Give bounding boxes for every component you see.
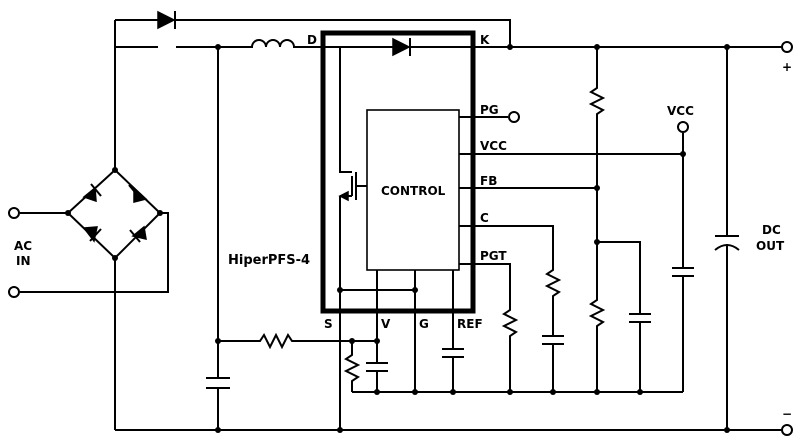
hiperpfs4-package bbox=[320, 30, 476, 314]
ic-name-label: HiperPFS-4 bbox=[228, 253, 310, 268]
c-pin-capacitor-icon bbox=[542, 335, 564, 392]
bulk-capacitor-icon bbox=[714, 47, 740, 430]
fb-upper-resistor-icon bbox=[588, 47, 606, 242]
pin-s-label: S bbox=[324, 317, 333, 331]
input-capacitor-icon bbox=[206, 47, 230, 430]
c-pin-resistor-icon bbox=[544, 260, 562, 336]
control-label: CONTROL bbox=[381, 184, 446, 198]
fb-filter-capacitor-icon bbox=[597, 241, 651, 392]
dc-out-positive-terminal[interactable] bbox=[781, 41, 793, 53]
bridge-diode-icon bbox=[82, 183, 102, 203]
pin-ref-label: REF bbox=[457, 317, 483, 331]
vcc-decoupling-capacitor-icon bbox=[672, 133, 694, 392]
fb-lower-resistor-icon bbox=[588, 242, 606, 392]
top-bypass-wire bbox=[114, 19, 511, 170]
pgt-pin-wire bbox=[459, 263, 511, 300]
bridge-rectifier bbox=[65, 167, 163, 261]
ref-pin-capacitor-icon bbox=[442, 348, 464, 358]
ac-label: AC bbox=[14, 239, 32, 253]
pin-d-label: D bbox=[307, 33, 317, 47]
pgt-resistor-icon bbox=[501, 300, 519, 392]
c-pin-wire bbox=[459, 225, 554, 260]
internal-diode-icon bbox=[340, 37, 470, 57]
pg-terminal[interactable] bbox=[508, 111, 520, 123]
pin-pg-label: PG bbox=[480, 103, 499, 117]
ac-input-wire-2 bbox=[20, 212, 169, 293]
vcc-terminal[interactable] bbox=[677, 121, 689, 133]
s-pin-resistor-icon bbox=[343, 341, 361, 392]
pin-v-label: V bbox=[381, 317, 391, 331]
boost-inductor-icon bbox=[245, 39, 340, 48]
bypass-diode-icon bbox=[157, 10, 176, 30]
vcc-terminal-label: VCC bbox=[667, 104, 694, 118]
in-label: IN bbox=[16, 254, 31, 268]
pin-vcc-label: VCC bbox=[480, 139, 507, 153]
ac-in-terminal-2[interactable] bbox=[8, 286, 20, 298]
output-minus-sign: − bbox=[782, 407, 792, 421]
dc-label: DC bbox=[762, 223, 781, 237]
pin-fb-label: FB bbox=[480, 174, 497, 188]
pin-k-label: K bbox=[480, 33, 490, 47]
ac-in-terminal-1[interactable] bbox=[8, 207, 20, 219]
dc-out-negative-terminal[interactable] bbox=[781, 424, 793, 436]
control-block bbox=[366, 109, 460, 271]
out-label: OUT bbox=[756, 239, 785, 253]
bridge-diode-icon bbox=[82, 226, 102, 243]
pin-g-label: G bbox=[419, 317, 429, 331]
pin-c-label: C bbox=[480, 211, 489, 225]
v-pin-resistor-icon bbox=[218, 332, 377, 350]
output-plus-sign: + bbox=[782, 60, 792, 74]
bridge-diode-icon bbox=[128, 184, 148, 203]
v-pin-capacitor-icon bbox=[366, 341, 388, 392]
pin-pgt-label: PGT bbox=[480, 249, 507, 263]
mosfet-icon bbox=[338, 47, 367, 290]
bridge-diode-icon bbox=[129, 225, 147, 243]
